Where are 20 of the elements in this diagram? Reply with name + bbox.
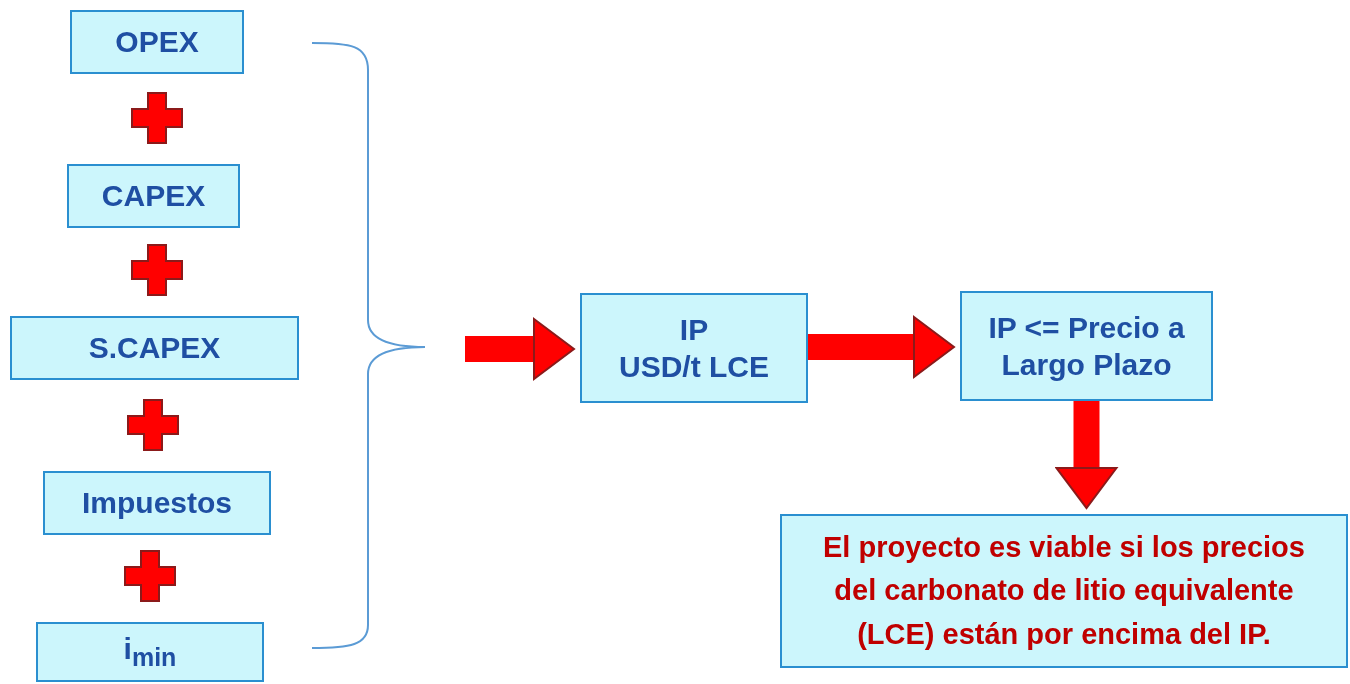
- block-arrow: [808, 316, 955, 378]
- node-text: CAPEX: [101, 178, 206, 215]
- conclusion-text: El proyecto es viable si los precios del carbonato de litio equivalente (LCE) están por encima del IP.: [822, 529, 1306, 652]
- node-text: S.CAPEX: [88, 330, 221, 367]
- node-text: OPEX: [115, 24, 199, 61]
- process-box: [960, 291, 1213, 401]
- node-text: Impuestos: [82, 485, 232, 522]
- process-box: [780, 514, 1348, 668]
- process-box: [67, 164, 240, 228]
- process-box: [10, 316, 299, 380]
- node-text: i$_{min}$: [123, 631, 177, 674]
- process-box: [36, 622, 264, 682]
- block-arrow: [1055, 401, 1118, 509]
- process-box: [580, 293, 808, 403]
- node-text: IP <= Precio a Largo Plazo: [987, 309, 1186, 383]
- node-text: IP: [679, 311, 709, 348]
- process-box: [70, 10, 244, 74]
- node-text: USD/t LCE: [619, 349, 769, 385]
- process-box: [43, 471, 271, 535]
- block-arrow: [465, 318, 575, 380]
